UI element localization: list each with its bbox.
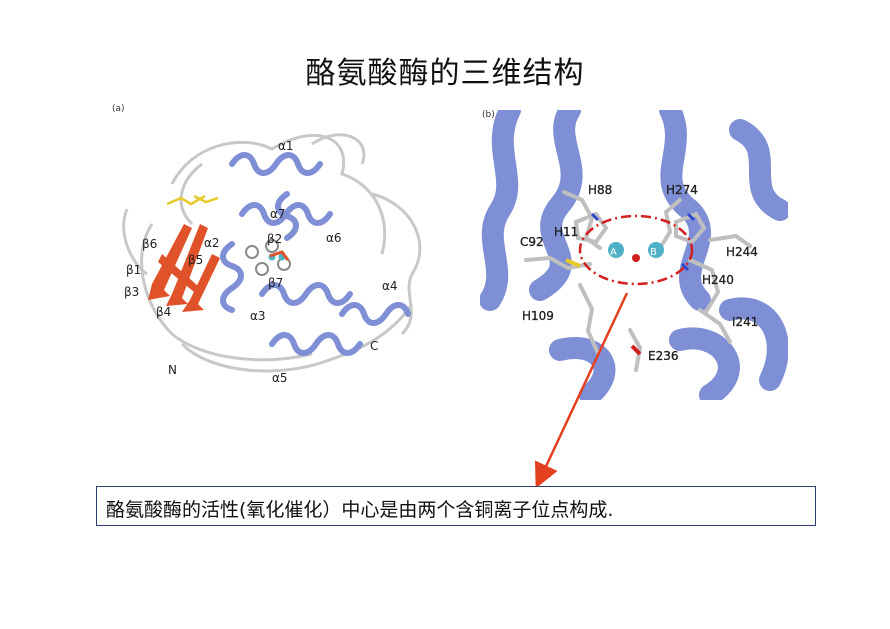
label-h274: H274 xyxy=(666,183,698,197)
helix-bundle xyxy=(220,152,411,356)
active-site-beta xyxy=(269,250,290,261)
label-alpha4: α4 xyxy=(382,279,398,293)
active-site-diagram: A B H88 H274 H11 C92 H244 H240 H109 I241… xyxy=(479,99,791,406)
label-h244: H244 xyxy=(726,245,758,259)
active-site-sticks xyxy=(245,239,291,276)
active-site-ring xyxy=(578,214,694,286)
label-alpha6: α6 xyxy=(326,231,342,245)
loop-coils xyxy=(122,133,422,373)
beta-sheets xyxy=(148,224,220,312)
carboxyl-oxygen xyxy=(630,344,642,356)
label-beta1: β1 xyxy=(126,263,141,277)
label-beta2: β2 xyxy=(267,232,282,246)
label-n-terminus: N xyxy=(168,363,177,377)
label-beta4: β4 xyxy=(156,305,171,319)
label-beta3: β3 xyxy=(124,285,139,299)
label-beta7: β7 xyxy=(268,276,283,290)
copper-site-b xyxy=(648,242,664,258)
copper-site-a xyxy=(608,242,624,258)
label-c92: C92 xyxy=(520,235,544,249)
label-h109: H109 xyxy=(522,309,554,323)
panel-a-tag: (a) xyxy=(112,104,125,114)
label-alpha2: α2 xyxy=(204,236,220,250)
label-c-terminus: C xyxy=(370,339,378,353)
site-b-label: B xyxy=(650,247,657,258)
label-h240: H240 xyxy=(702,273,734,287)
label-h88: H88 xyxy=(588,183,612,197)
nitrogen-atoms xyxy=(590,212,696,272)
label-e236: E236 xyxy=(648,349,679,363)
label-h111: H11 xyxy=(554,225,578,239)
site-a-label: A xyxy=(610,247,617,258)
active-site-figure: A B H88 H274 H11 C92 H244 H240 H109 I241… xyxy=(479,99,791,406)
sulfur-bond xyxy=(565,258,581,268)
label-beta5: β5 xyxy=(188,253,203,267)
label-alpha7: α7 xyxy=(270,207,286,221)
label-beta6: β6 xyxy=(142,237,157,251)
ribbon-diagram: α1 α2 α3 α4 α5 α6 α7 β1 β2 β3 β4 β5 β6 β… xyxy=(122,133,422,385)
label-i241: I241 xyxy=(732,315,758,329)
caption-box: 酪氨酸酶的活性(氧化催化）中心是由两个含铜离子位点构成. xyxy=(96,486,816,526)
label-alpha1: α1 xyxy=(278,139,294,153)
bridging-oxygen xyxy=(632,254,640,262)
slide-title: 酪氨酸酶的三维结构 xyxy=(305,56,585,91)
protein-ribbon-figure: (a) xyxy=(112,104,452,394)
caption-text: 酪氨酸酶的活性(氧化催化）中心是由两个含铜离子位点构成. xyxy=(106,499,614,521)
label-alpha3: α3 xyxy=(250,309,266,323)
disulfide-sticks xyxy=(166,194,219,206)
label-alpha5: α5 xyxy=(272,371,288,385)
panel-b-tag: (b) xyxy=(482,110,495,120)
